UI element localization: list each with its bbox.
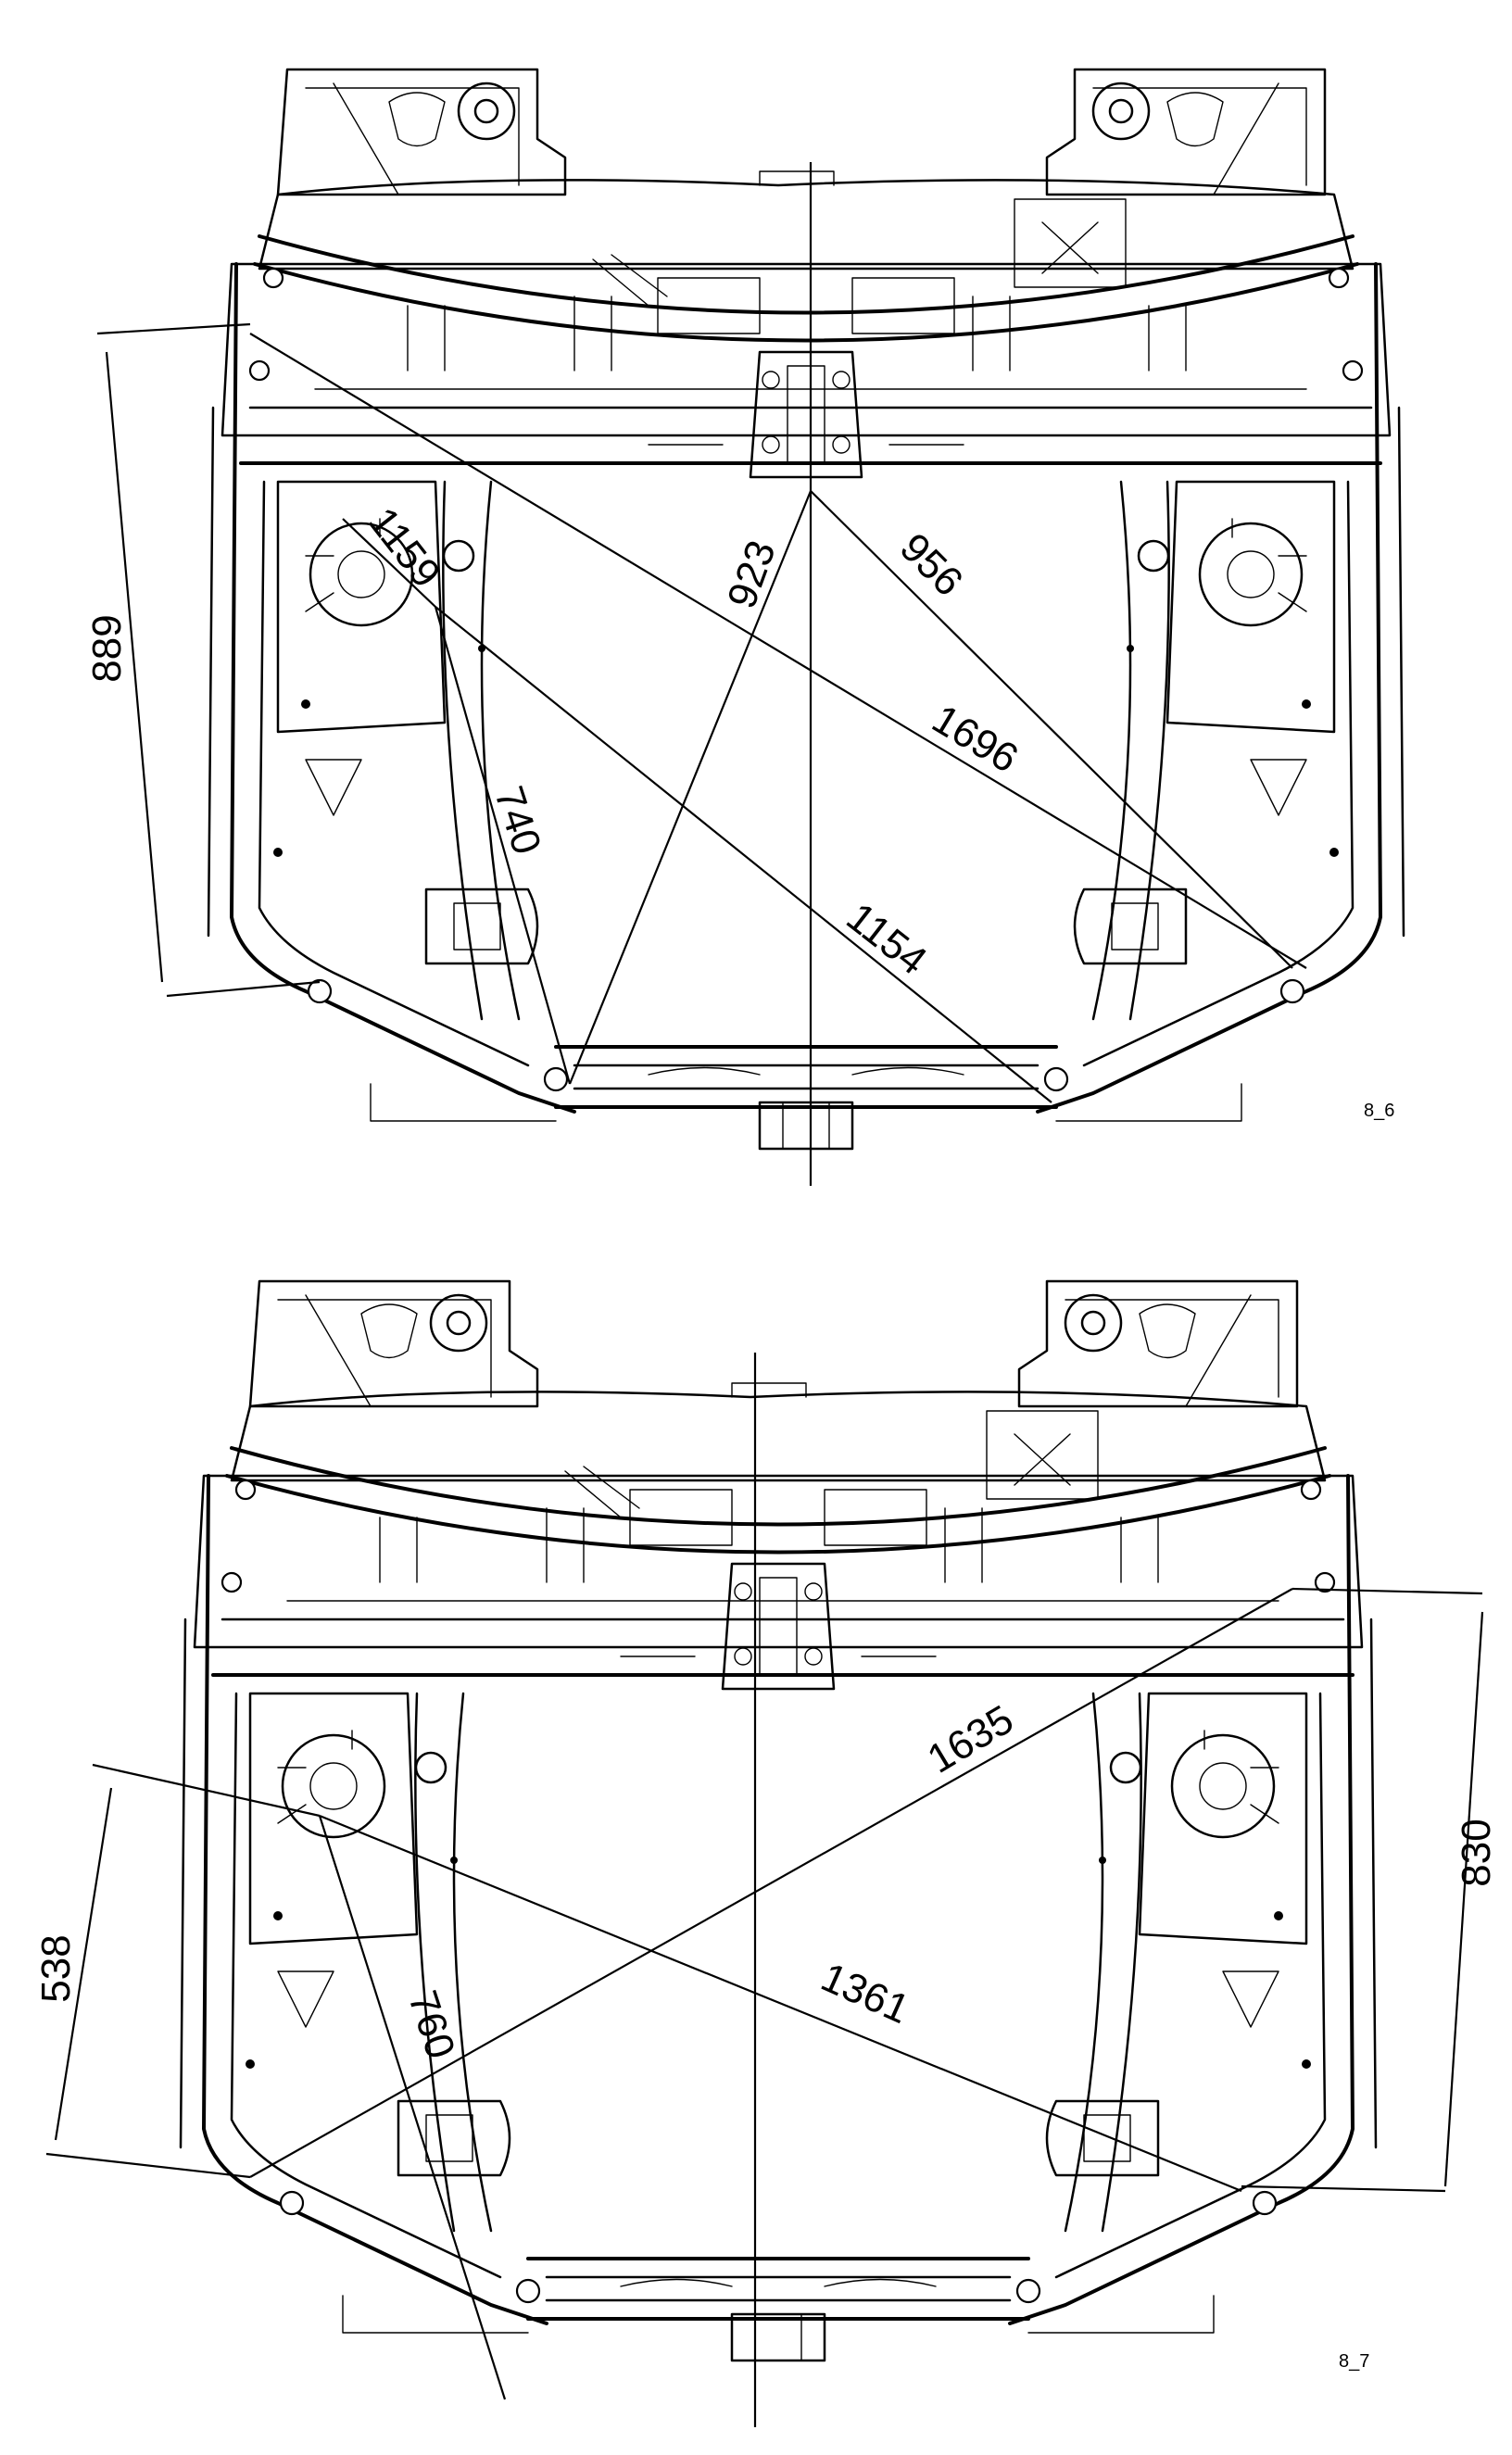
dim-538: 538 xyxy=(33,1934,79,2002)
dim-889: 889 xyxy=(84,614,130,682)
dim-830: 830 xyxy=(1454,1819,1499,1886)
view-caption: 8_7 xyxy=(1339,2351,1369,2372)
view-8-6: 889 1159 923 956 1696 740 1154 8_6 xyxy=(84,68,1405,1186)
view-8-7: 1635 830 538 1361 760 8_7 xyxy=(33,1279,1499,2427)
dim-1361: 1361 xyxy=(814,1954,915,2033)
dim-923: 923 xyxy=(719,535,785,614)
dim-760: 760 xyxy=(399,1985,463,2064)
dimension-labels: 889 1159 923 956 1696 740 1154 xyxy=(84,499,1026,984)
dim-740: 740 xyxy=(485,781,549,860)
measurement-lines xyxy=(45,1587,1484,2400)
measurement-lines xyxy=(96,322,1307,1103)
dim-956: 956 xyxy=(891,524,972,605)
dimension-labels: 1635 830 538 1361 760 xyxy=(33,1696,1499,2064)
view-caption: 8_6 xyxy=(1364,1101,1394,1121)
